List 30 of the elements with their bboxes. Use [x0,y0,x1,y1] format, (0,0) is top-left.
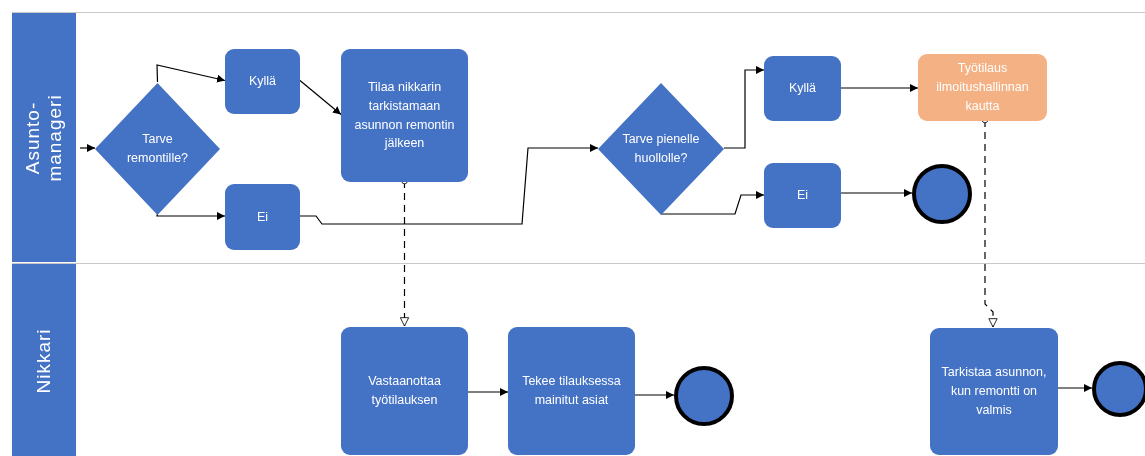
process-box: Työtilaus ilmoitushallinnan kautta [918,54,1047,121]
arrow [156,212,226,220]
end-event-circle [1092,361,1145,417]
arrow [723,66,765,149]
decision-diamond: Tarve remontille? [95,83,220,215]
process-box: Ei [764,163,841,228]
process-box: Kyllä [225,49,300,114]
arrow [660,191,765,215]
process-box: Tarkistaa asunnon, kun remontti on valmis [930,328,1058,455]
swimlane [12,263,1145,456]
arrow [840,84,919,92]
process-box: Tekee tilauksessa mainitut asiat [508,327,635,455]
lane-title: Asunto- manageri [21,93,66,184]
arrow [1057,384,1093,392]
arrow [299,79,342,116]
arrow [156,64,226,83]
lane-title: Nikkari [32,326,56,396]
end-event-circle [912,164,972,224]
process-box: Vastaanottaa työtilauksen [341,327,468,455]
arrow [299,144,599,225]
arrow [467,388,509,396]
process-box: Kyllä [764,56,841,121]
decision-diamond: Tarve pienelle huollolle? [598,83,724,215]
process-box: Ei [225,184,300,250]
process-box: Tilaa nikkarin tarkistamaan asunnon remontin jälkeen [341,49,468,182]
arrow [634,391,675,399]
arrow [840,189,913,197]
arrow [79,144,96,152]
end-event-circle [674,366,734,426]
swimlane [12,12,1145,262]
